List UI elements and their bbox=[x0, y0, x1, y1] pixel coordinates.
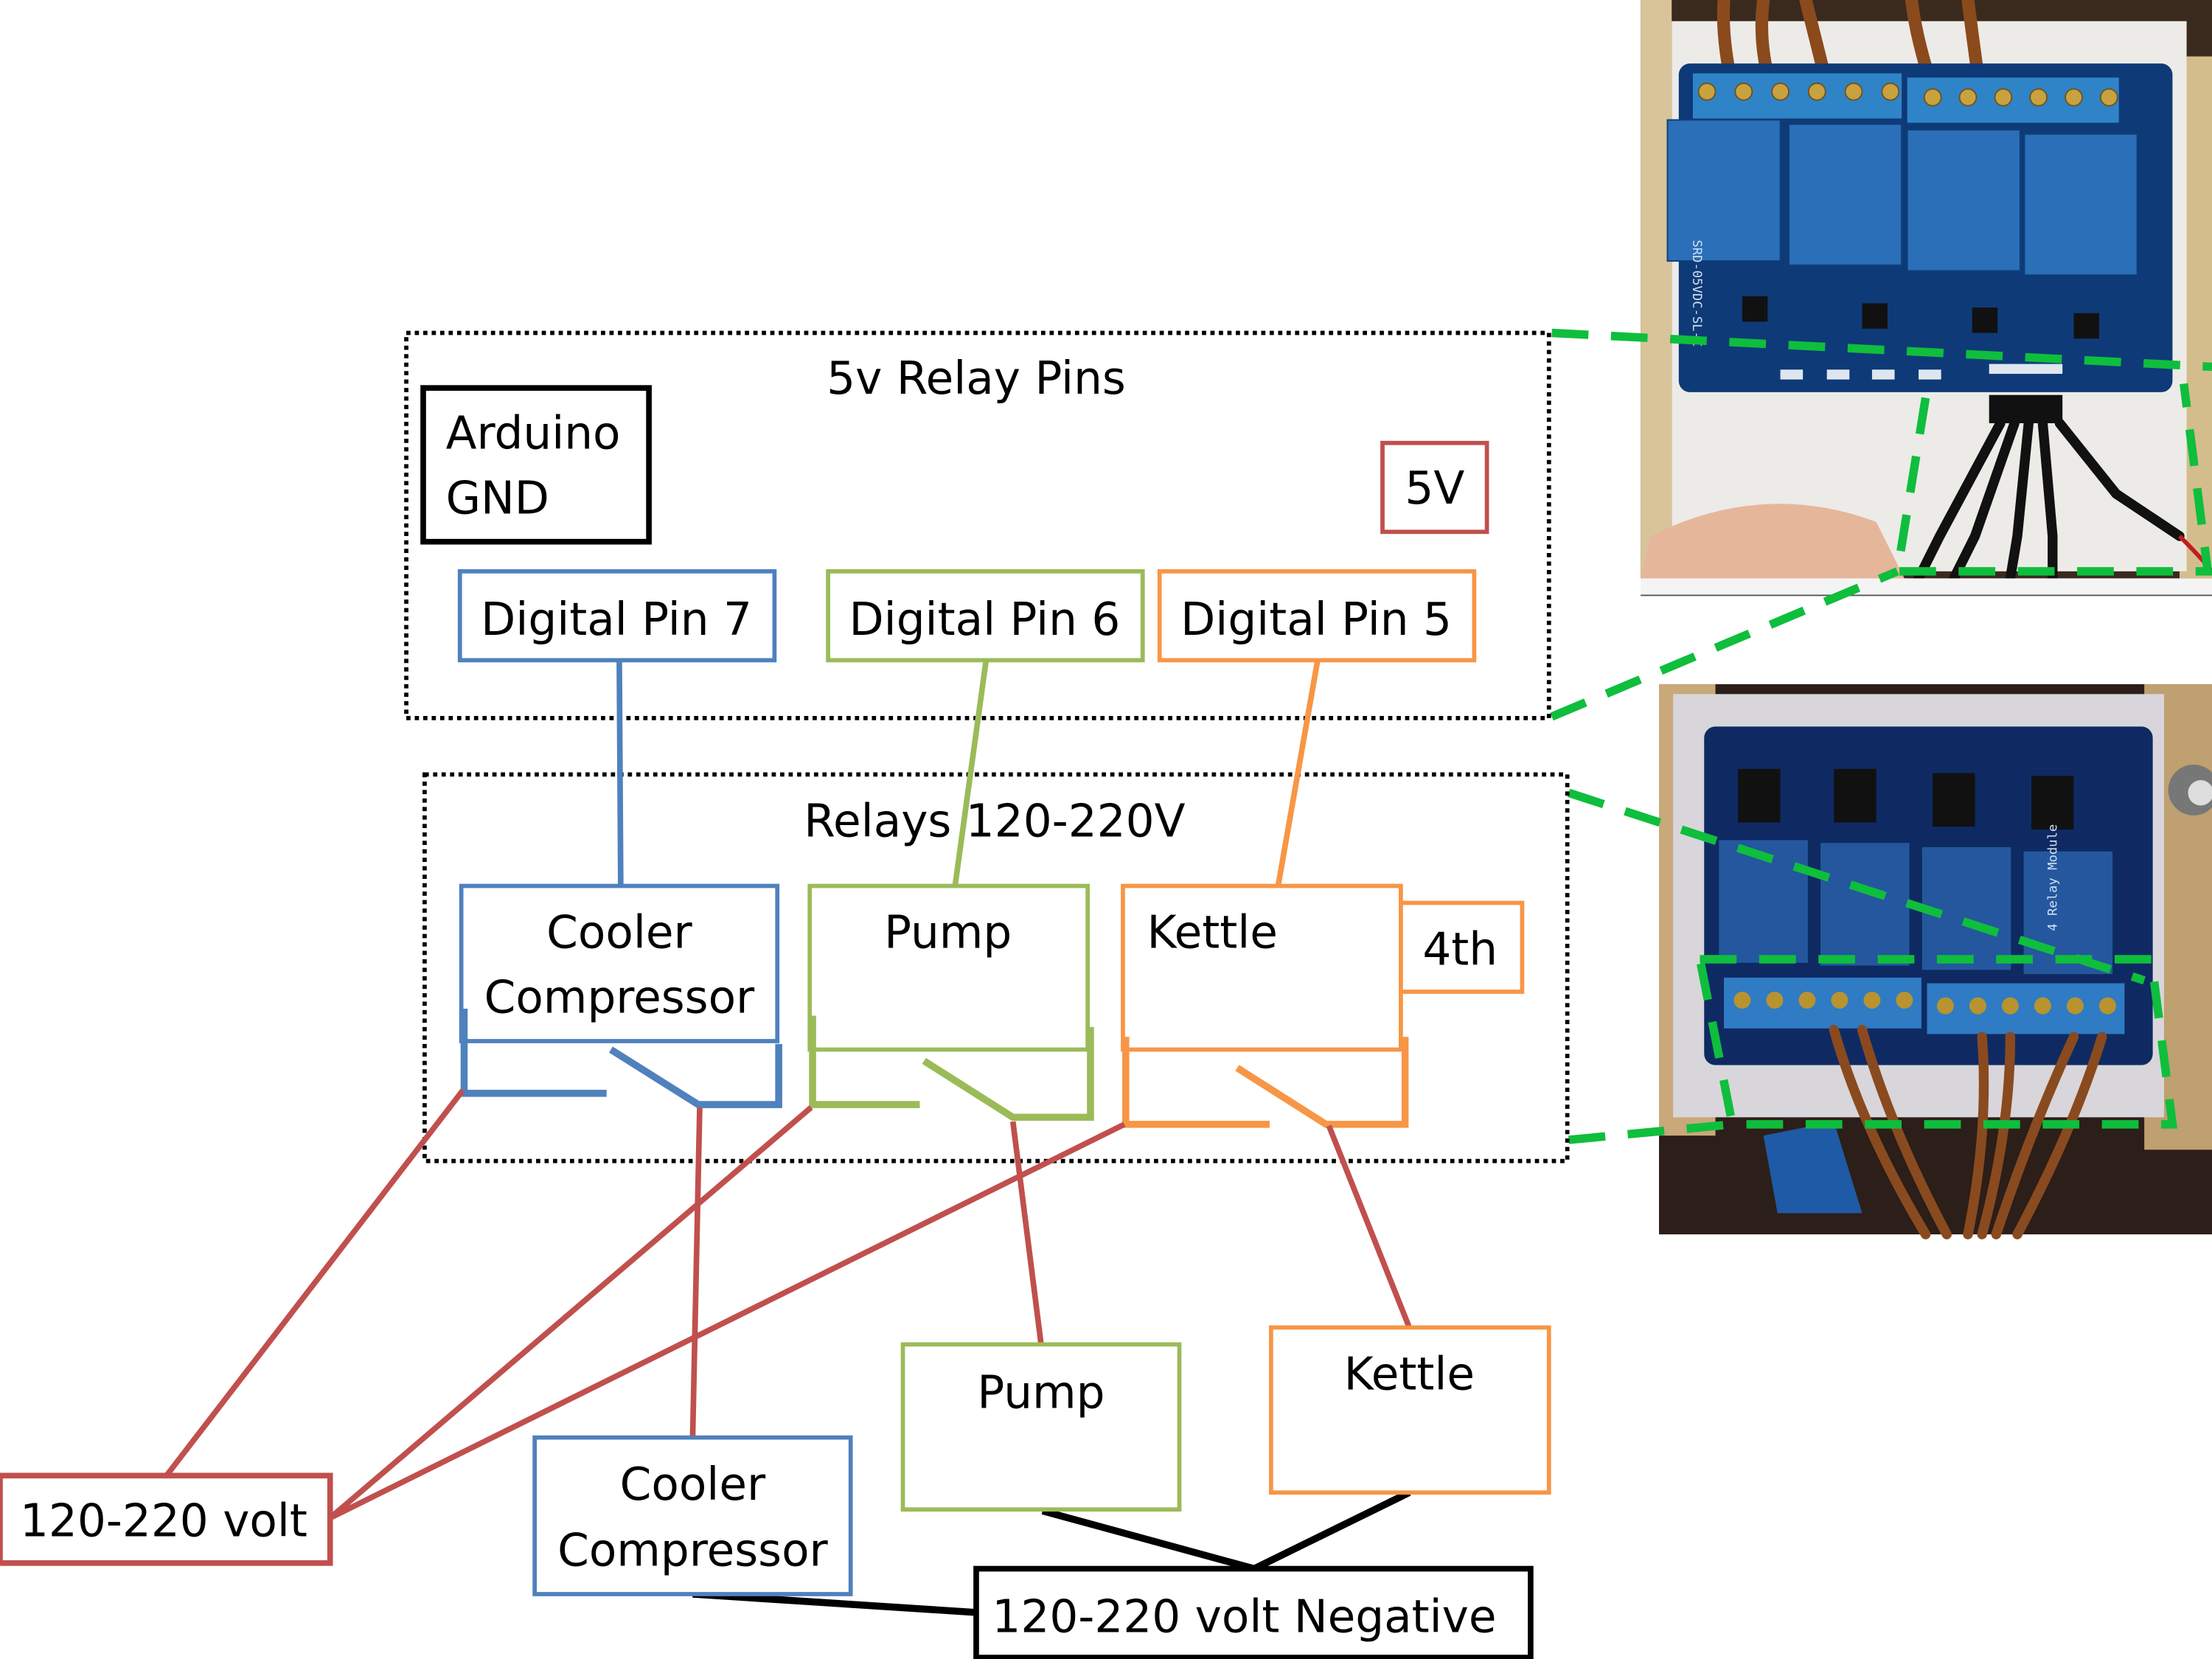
five-volt-box: 5V bbox=[1380, 440, 1489, 535]
relay-pump-label: Pump bbox=[884, 907, 1012, 959]
board-label-text: 4 Relay Module bbox=[2046, 824, 2061, 931]
relay-cooler-line1: Cooler bbox=[546, 907, 692, 959]
negative-wires bbox=[692, 1489, 1411, 1616]
load-pump-label: Pump bbox=[977, 1366, 1105, 1419]
relay-kettle-label: Kettle bbox=[1147, 907, 1277, 959]
power-negative-label: 120-220 volt Negative bbox=[992, 1591, 1496, 1644]
relay-cooler: Cooler Compressor bbox=[459, 883, 782, 1108]
load-kettle-label: Kettle bbox=[1344, 1349, 1475, 1401]
relays-title: Relays 120-220V bbox=[804, 796, 1185, 848]
relay-cooler-line2: Compressor bbox=[484, 972, 755, 1024]
relay-pump: Pump bbox=[807, 883, 1094, 1121]
digital-pin-5-box: Digital Pin 5 bbox=[1157, 569, 1477, 663]
relay-pump-switch bbox=[809, 1015, 1094, 1121]
relay-model-text: SRD-05VDC-SL-C bbox=[1689, 240, 1704, 347]
digital-pin-7-box: Digital Pin 7 bbox=[457, 569, 777, 663]
load-pump: Pump bbox=[900, 1342, 1182, 1512]
positive-wires bbox=[164, 1088, 1412, 1521]
power-negative-box: 120-220 volt Negative bbox=[973, 1565, 1534, 1659]
callout-lines bbox=[1550, 328, 2212, 1144]
digital-pin-6-box: Digital Pin 6 bbox=[826, 569, 1145, 663]
digital-pin-7-label: Digital Pin 7 bbox=[481, 594, 752, 646]
digital-pin-5-label: Digital Pin 5 bbox=[1180, 594, 1452, 646]
relay-fourth-label: 4th bbox=[1422, 924, 1498, 976]
relays-group bbox=[422, 772, 1570, 1164]
relay-photo-top: SRD-05VDC-SL-C bbox=[1641, 0, 2212, 597]
relay-kettle-switch bbox=[1122, 1037, 1409, 1128]
relay-cooler-switch bbox=[460, 1008, 782, 1108]
five-volt-label: 5V bbox=[1405, 462, 1464, 515]
arduino-gnd-line1: Arduino bbox=[446, 407, 621, 459]
digital-pin-6-label: Digital Pin 6 bbox=[849, 594, 1121, 646]
power-positive-label: 120-220 volt bbox=[20, 1495, 307, 1548]
wire-pin7-cooler bbox=[616, 660, 624, 886]
relay-kettle: Kettle bbox=[1121, 883, 1409, 1128]
wire-pin5-kettle bbox=[1275, 659, 1321, 887]
wire-pin6-pump bbox=[952, 659, 990, 887]
arduino-gnd-line2: GND bbox=[446, 472, 549, 524]
arduino-gnd-box: Arduino GND bbox=[420, 385, 652, 545]
load-cooler-compressor: Cooler Compressor bbox=[532, 1435, 853, 1596]
load-cooler-line2: Compressor bbox=[557, 1525, 828, 1577]
power-positive-box: 120-220 volt bbox=[0, 1472, 333, 1566]
relay-fourth: 4th bbox=[1399, 900, 1525, 994]
relay-pins-title: 5v Relay Pins bbox=[827, 352, 1126, 405]
load-cooler-line1: Cooler bbox=[620, 1458, 766, 1511]
load-kettle: Kettle bbox=[1268, 1325, 1551, 1495]
